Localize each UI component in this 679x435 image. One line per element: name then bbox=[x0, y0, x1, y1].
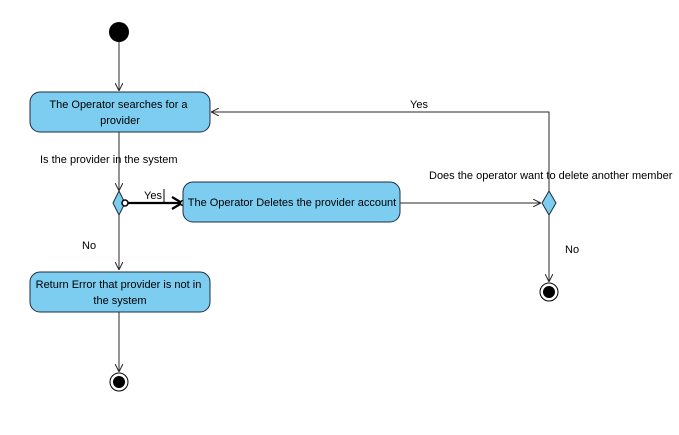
action-search-line-2: provider bbox=[100, 115, 140, 127]
action-delete-line-1: The Operator Deletes the provider accoun… bbox=[188, 197, 397, 209]
svg-text:Return Error that provider is: Return Error that provider is not in the… bbox=[36, 279, 205, 307]
label-yes-loop: Yes bbox=[410, 99, 428, 111]
label-yes-delete: Yes bbox=[144, 190, 162, 202]
label-is-in-system: Is the provider in the system bbox=[40, 154, 178, 166]
action-search-line-1: The Operator searches for a bbox=[49, 99, 188, 111]
connector-start bbox=[121, 199, 129, 207]
label-no-error: No bbox=[82, 240, 96, 252]
label-delete-another: Does the operator want to delete another… bbox=[429, 170, 673, 182]
svg-text:The Operator searches for a: The Operator searches for a provider bbox=[49, 99, 190, 127]
action-error-line-1: Return Error that provider is not in bbox=[36, 279, 202, 291]
flow-yes-loop bbox=[212, 112, 550, 191]
final-node-left bbox=[109, 372, 129, 392]
label-no-end: No bbox=[565, 244, 579, 256]
action-delete: The Operator Deletes the provider accoun… bbox=[182, 181, 401, 223]
initial-node bbox=[109, 22, 129, 42]
action-error: Return Error that provider is not in the… bbox=[29, 271, 211, 313]
action-search: The Operator searches for a provider bbox=[29, 91, 211, 133]
decision-delete-another bbox=[541, 190, 557, 216]
svg-text:The Operator Deletes the provi: The Operator Deletes the provider accoun… bbox=[188, 197, 397, 209]
action-error-line-2: the system bbox=[93, 295, 146, 307]
final-node-right bbox=[539, 282, 559, 302]
